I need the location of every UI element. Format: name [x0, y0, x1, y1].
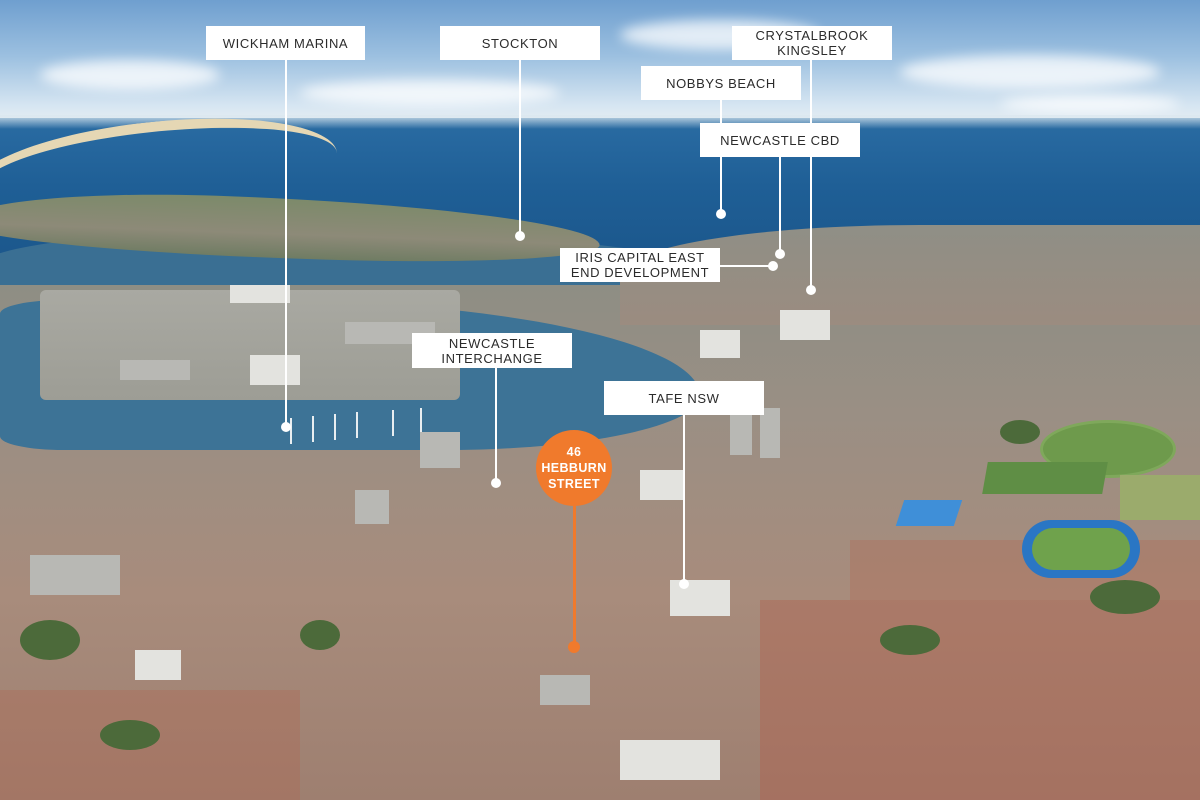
residential-area — [760, 600, 1200, 800]
building — [780, 310, 830, 340]
site-leader-line — [573, 506, 576, 646]
port-shed — [250, 355, 300, 385]
building — [640, 470, 684, 500]
tree-cluster — [100, 720, 160, 750]
warehouse — [135, 650, 181, 680]
horizon-haze — [0, 115, 1200, 129]
marina-jetty — [312, 416, 314, 442]
marina-jetty — [392, 410, 394, 436]
leader-crystalbrook-kingsley — [810, 60, 812, 289]
site-point — [568, 641, 580, 653]
label-crystalbrook-kingsley: CRYSTALBROOK KINGSLEY — [732, 26, 892, 60]
sports-field — [982, 462, 1108, 494]
tree-cluster — [1090, 580, 1160, 614]
leader-stockton — [519, 60, 521, 235]
site-marker-46-hebburn-street: 46 HEBBURN STREET — [536, 430, 612, 506]
tree-cluster — [880, 625, 940, 655]
tree-cluster — [1000, 420, 1040, 444]
tower — [730, 410, 752, 455]
school-building — [620, 740, 720, 780]
cloud — [300, 80, 560, 106]
leader-tafe-nsw — [683, 415, 685, 583]
label-wickham-marina: WICKHAM MARINA — [206, 26, 365, 60]
leader-wickham-marina — [285, 60, 287, 426]
leader-newcastle-interchange — [495, 368, 497, 482]
cloud — [900, 55, 1160, 89]
marina-jetty — [420, 408, 422, 434]
point-nobbys-beach — [716, 209, 726, 219]
leader-iris-capital — [720, 265, 772, 267]
grain-silos — [230, 285, 290, 303]
label-newcastle-interchange: NEWCASTLE INTERCHANGE — [412, 333, 572, 368]
label-iris-capital: IRIS CAPITAL EAST END DEVELOPMENT — [560, 248, 720, 282]
label-newcastle-cbd: NEWCASTLE CBD — [700, 123, 860, 157]
port-shed — [120, 360, 190, 380]
tower — [760, 408, 780, 458]
tennis-courts — [895, 500, 963, 526]
tree-cluster — [300, 620, 340, 650]
athletics-field — [1032, 528, 1130, 570]
label-tafe-nsw: TAFE NSW — [604, 381, 764, 415]
cloud — [1000, 95, 1180, 113]
leader-newcastle-cbd — [779, 157, 781, 253]
sports-field — [1120, 475, 1200, 520]
building — [420, 432, 460, 468]
label-nobbys-beach: NOBBYS BEACH — [641, 66, 801, 100]
building — [540, 675, 590, 705]
warehouse — [30, 555, 120, 595]
point-newcastle-cbd — [775, 249, 785, 259]
tree-cluster — [20, 620, 80, 660]
point-crystalbrook-kingsley — [806, 285, 816, 295]
marina-jetty — [290, 418, 292, 444]
point-newcastle-interchange — [491, 478, 501, 488]
point-tafe-nsw — [679, 579, 689, 589]
marina-jetty — [334, 414, 336, 440]
cloud — [40, 60, 220, 90]
label-stockton: STOCKTON — [440, 26, 600, 60]
point-stockton — [515, 231, 525, 241]
point-iris-capital — [768, 261, 778, 271]
marina-jetty — [356, 412, 358, 438]
building — [355, 490, 389, 524]
building — [700, 330, 740, 358]
point-wickham-marina — [281, 422, 291, 432]
